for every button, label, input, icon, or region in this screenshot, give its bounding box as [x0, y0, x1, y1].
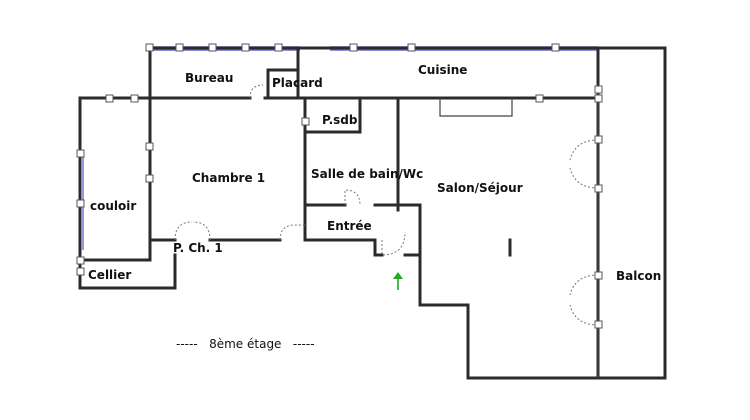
- room-label-salon: Salon/Séjour: [437, 181, 523, 195]
- walls: [78, 46, 667, 380]
- wall-nodes: [76, 43, 603, 329]
- entry-arrow-icon: [393, 272, 403, 290]
- room-label-entree: Entrée: [327, 219, 372, 233]
- room-label-pch1: P. Ch. 1: [173, 241, 223, 255]
- room-label-bureau: Bureau: [185, 71, 233, 85]
- floor-caption: ----- 8ème étage -----: [176, 337, 315, 351]
- room-label-couloir: couloir: [90, 199, 136, 213]
- room-label-psdb: P.sdb: [322, 113, 358, 127]
- doors: [174, 84, 599, 326]
- room-label-salle-bain: Salle de bain/Wc: [311, 167, 423, 181]
- room-label-placard: Placard: [272, 76, 323, 90]
- room-label-cellier: Cellier: [88, 268, 131, 282]
- room-label-chambre1: Chambre 1: [192, 171, 265, 185]
- room-label-balcon: Balcon: [616, 269, 661, 283]
- room-label-cuisine: Cuisine: [418, 63, 467, 77]
